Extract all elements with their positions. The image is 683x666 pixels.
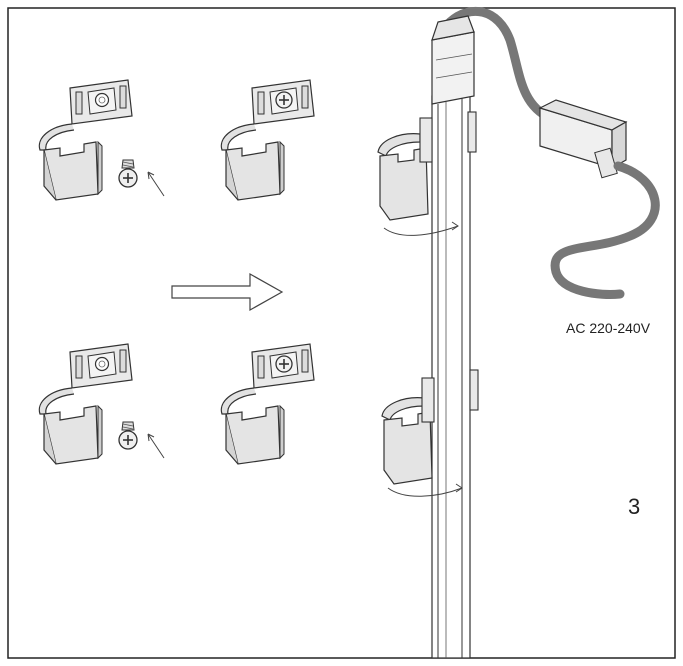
clip-open-icon: [38, 79, 133, 201]
voltage-label: AC 220-240V: [566, 320, 651, 336]
figure-border: [7, 7, 676, 659]
clip-screwed-icon: [220, 79, 315, 201]
power-cable-icon: [550, 161, 660, 299]
clip-open-icon: [38, 343, 133, 465]
clip-mounted-upper: [377, 111, 477, 236]
insert-arrow: [147, 171, 165, 197]
arrow-right-icon: [171, 272, 284, 312]
step-number: 3: [628, 494, 641, 519]
screw-icon: [118, 421, 138, 450]
led-strip-icon: [431, 15, 475, 659]
power-adapter-icon: [538, 99, 628, 179]
clip-screwed-icon: [220, 343, 315, 465]
power-cable-icon: [445, 6, 555, 123]
insert-arrow: [147, 433, 165, 459]
clip-mounted-lower: [381, 369, 479, 497]
screw-icon: [118, 159, 138, 188]
